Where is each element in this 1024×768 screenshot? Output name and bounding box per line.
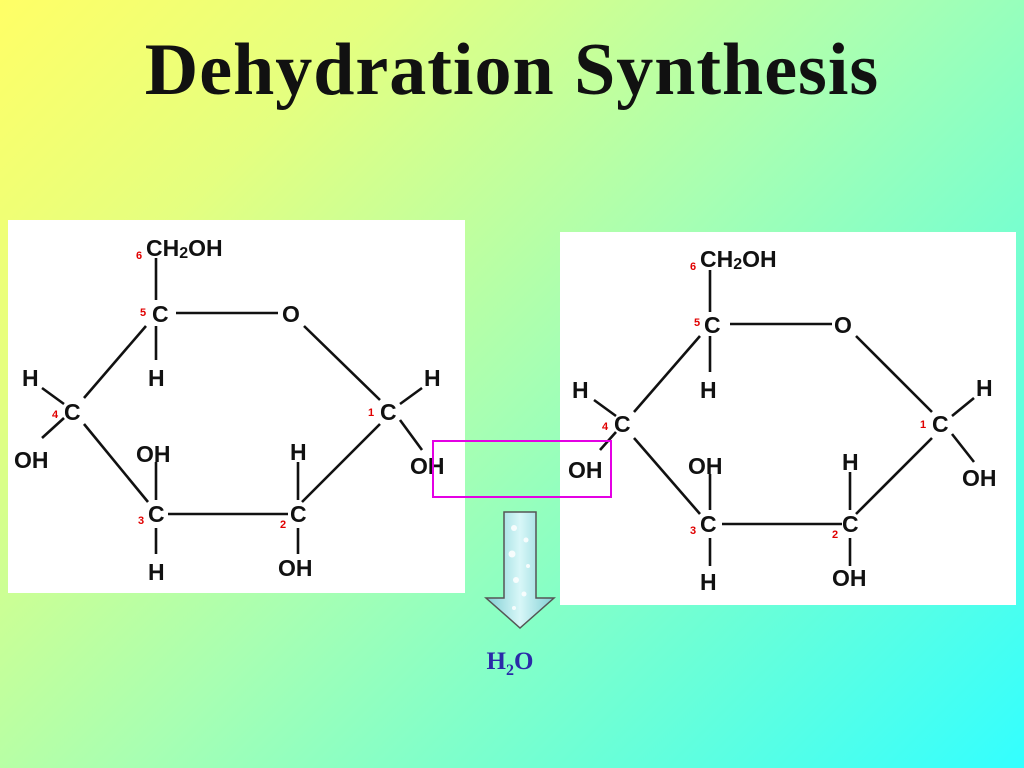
hydrogen-c3: H [700,569,717,595]
hydrogen-c4: H [22,365,39,391]
hydrogen-c2: H [842,449,859,475]
carbon-number-6: 6 [136,250,142,262]
water-byproduct-label: H2O [486,648,534,679]
carbon-number-2: 2 [832,529,838,541]
hydroxyl-c3: OH [688,453,723,479]
glucose-molecule-left: 6 CH2OH 5 C O H H 4 C OH OH 3 C H H 2 C … [8,220,465,593]
carbon-5: C [704,312,721,338]
hydrogen-c4: H [572,377,589,403]
hydrogen-c5: H [148,365,165,391]
carbon-number-3: 3 [138,515,144,527]
glucose-molecule-right: 6 CH2OH 5 C O H H 4 C OH OH 3 C H H 2 C … [560,232,1016,605]
hydrogen-c5: H [700,377,717,403]
slide-title: Dehydration Synthesis [144,29,880,111]
carbon-3: C [700,511,717,537]
ch2oh-group: CH2OH [700,246,777,273]
carbon-number-4: 4 [52,409,59,421]
carbon-1: C [380,399,397,425]
reaction-highlight-box [432,440,612,498]
carbon-number-3: 3 [690,525,696,537]
carbon-number-2: 2 [280,519,286,531]
carbon-3: C [148,501,165,527]
carbon-1: C [932,411,949,437]
glucose-structure-right: 6 CH2OH 5 C O H H 4 C OH OH 3 C H H 2 C … [568,246,997,595]
carbon-number-5: 5 [694,317,700,329]
glucose-structure-left: 6 CH2OH 5 C O H H 4 C OH OH 3 C H H 2 C … [14,235,445,585]
carbon-4: C [64,399,81,425]
hydroxyl-c1: OH [962,465,997,491]
carbon-4: C [614,411,631,437]
carbon-number-4: 4 [602,421,609,433]
carbon-2: C [842,511,859,537]
hydroxyl-c2: OH [278,555,313,581]
hydroxyl-c2: OH [832,565,867,591]
carbon-5: C [152,301,169,327]
hydroxyl-c4: OH [568,457,603,483]
hydrogen-c2: H [290,439,307,465]
carbon-number-1: 1 [368,407,374,419]
hydrogen-c1: H [424,365,441,391]
hydroxyl-c1: OH [410,453,445,479]
hydrogen-c3: H [148,559,165,585]
ring-oxygen: O [834,312,852,338]
hydroxyl-c3: OH [136,441,171,467]
ring-oxygen: O [282,301,300,327]
carbon-number-6: 6 [690,261,696,273]
hydroxyl-c4: OH [14,447,49,473]
carbon-number-5: 5 [140,307,146,319]
down-arrow-icon [484,510,556,635]
carbon-2: C [290,501,307,527]
carbon-number-1: 1 [920,419,926,431]
ch2oh-group: CH2OH [146,235,223,262]
hydrogen-c1: H [976,375,993,401]
